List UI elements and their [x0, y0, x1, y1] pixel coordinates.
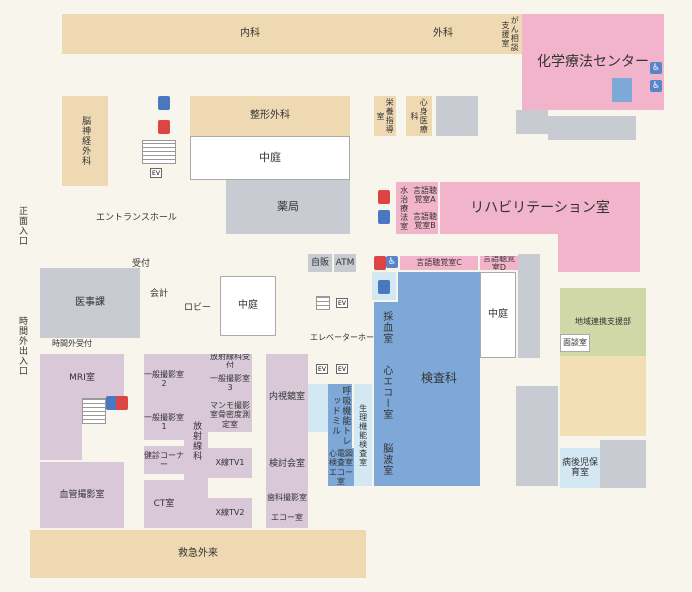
- room-houshasen: 放射線科: [184, 354, 208, 528]
- toilet-female-icon: [158, 120, 170, 134]
- room-chokaku-d[interactable]: 言語聴覚室D: [480, 256, 518, 270]
- toilet-male-icon-4: [106, 396, 118, 410]
- elevator-icon: EV: [150, 168, 162, 178]
- toilet-male-icon-2: [378, 210, 390, 224]
- room-kokyu-side: [308, 384, 328, 432]
- room-reha[interactable]: リハビリテーション室: [440, 182, 640, 234]
- room-noushinkei[interactable]: 脳神経外科: [62, 96, 108, 186]
- room-nouha[interactable]: 脳波室: [374, 432, 398, 486]
- room-echo1[interactable]: エコー室: [328, 468, 354, 486]
- room-kensa[interactable]: 検査科: [398, 272, 480, 486]
- room-suichi[interactable]: 水治療法室: [396, 182, 412, 234]
- accessible-toilet-icon-2: ♿: [650, 80, 662, 92]
- room-byogo[interactable]: 病後児保育室: [560, 448, 600, 488]
- stairs-center: [316, 296, 330, 310]
- room-yakkyoku[interactable]: 薬局: [226, 180, 350, 234]
- stairs-north: [142, 140, 176, 164]
- elevator-icon-2: EV: [336, 298, 348, 308]
- toilet-female-icon-4: [116, 396, 128, 410]
- room-shika[interactable]: 歯科撮影室: [266, 488, 308, 508]
- toilet-male-icon-3: [378, 280, 390, 294]
- stairs-west: [82, 398, 106, 424]
- room-mammo[interactable]: マンモ撮影室骨密度測定室: [208, 398, 252, 432]
- room-east-beige: [560, 356, 646, 436]
- room-east-gray-3: [516, 386, 558, 486]
- room-shogai-b[interactable]: 言語聴覚室B: [412, 208, 438, 234]
- room-kyukyu[interactable]: 救急外来: [30, 530, 366, 578]
- room-atm[interactable]: ATM: [334, 254, 356, 272]
- room-saiketsu[interactable]: 採血室: [374, 302, 398, 352]
- label-jikangai-uketsuke: 時間外受付: [52, 339, 92, 348]
- room-ippan2[interactable]: 一般撮影室2: [144, 354, 184, 404]
- accessible-toilet-icon: ♿: [650, 62, 662, 74]
- elevator-icon-4: EV: [336, 364, 348, 374]
- room-ct[interactable]: CT室: [144, 480, 184, 528]
- room-hanbai[interactable]: 自販: [308, 254, 332, 272]
- room-mendan[interactable]: 面談室: [560, 334, 590, 352]
- room-kagaku[interactable]: 化学療法センター: [522, 14, 664, 110]
- label-elevator: エレベーターホール: [310, 333, 382, 342]
- room-north-gray-3: [548, 116, 636, 140]
- room-north-gray-2: [516, 110, 548, 134]
- room-geka[interactable]: 外科: [388, 14, 498, 54]
- room-kenshin[interactable]: 健診コーナー: [144, 446, 184, 474]
- label-lobby: ロビー: [184, 303, 212, 313]
- room-ippan1[interactable]: 一般撮影室1: [144, 404, 184, 440]
- room-eiyou[interactable]: 栄養指導室: [374, 96, 396, 136]
- room-kokyu[interactable]: 呼吸機能トレッドミル: [328, 384, 352, 448]
- room-xtv1[interactable]: X線TV1: [208, 448, 252, 478]
- room-naishikyo[interactable]: 内視鏡室: [266, 354, 308, 440]
- room-nakaniwa-east: 中庭: [480, 272, 516, 358]
- room-naika[interactable]: 内科: [62, 14, 438, 54]
- room-shogai-a[interactable]: 言語聴覚室A: [412, 182, 438, 208]
- accessible-icon-3: ♿: [386, 256, 398, 268]
- room-houshasen-uketsuke[interactable]: 放射線科受付: [208, 354, 252, 368]
- label-uketsuke: 受付: [132, 259, 151, 269]
- kagaku-blue-area: [612, 78, 632, 102]
- label-kaikei: 会計: [150, 289, 169, 299]
- room-mri[interactable]: MRI室: [40, 354, 124, 402]
- toilet-female-icon-2: [378, 190, 390, 204]
- label-shomen: 正面入口: [17, 206, 27, 246]
- room-echo2[interactable]: エコー室: [266, 508, 308, 528]
- label-jikangai-iriguchi: 時間外出入口: [17, 316, 27, 376]
- room-seikei[interactable]: 整形外科: [190, 96, 350, 136]
- room-east-gray: [518, 254, 540, 358]
- elevator-icon-3: EV: [316, 364, 328, 374]
- toilet-female-icon-3: [374, 256, 386, 270]
- toilet-male-icon: [158, 96, 170, 110]
- room-gan-shien[interactable]: がん相談支援室: [498, 14, 522, 54]
- room-seiri: 生理機能検査室: [354, 384, 372, 486]
- room-nakaniwa-lobby: 中庭: [220, 276, 276, 336]
- room-chokaku-c[interactable]: 言語聴覚室C: [400, 256, 478, 270]
- room-kekkan[interactable]: 血管撮影室: [40, 462, 124, 528]
- room-ijika[interactable]: 医事課: [40, 268, 140, 338]
- room-north-gray: [436, 96, 478, 136]
- room-nakaniwa-north: 中庭: [190, 136, 350, 180]
- room-kento[interactable]: 検討会室: [266, 440, 308, 488]
- room-east-gray-2: [600, 440, 646, 488]
- room-shinden[interactable]: 心電図検査室: [328, 448, 354, 468]
- room-xtv2[interactable]: X線TV2: [208, 498, 252, 528]
- room-ippan3[interactable]: 一般撮影室3: [208, 368, 252, 398]
- room-reha-extension: [558, 234, 640, 272]
- room-shinshin[interactable]: 心身医療科: [406, 96, 432, 136]
- room-west-mauve: [40, 402, 82, 460]
- room-shin-echo[interactable]: 心エコー室: [374, 352, 398, 432]
- label-entrance: エントランスホール: [96, 213, 177, 223]
